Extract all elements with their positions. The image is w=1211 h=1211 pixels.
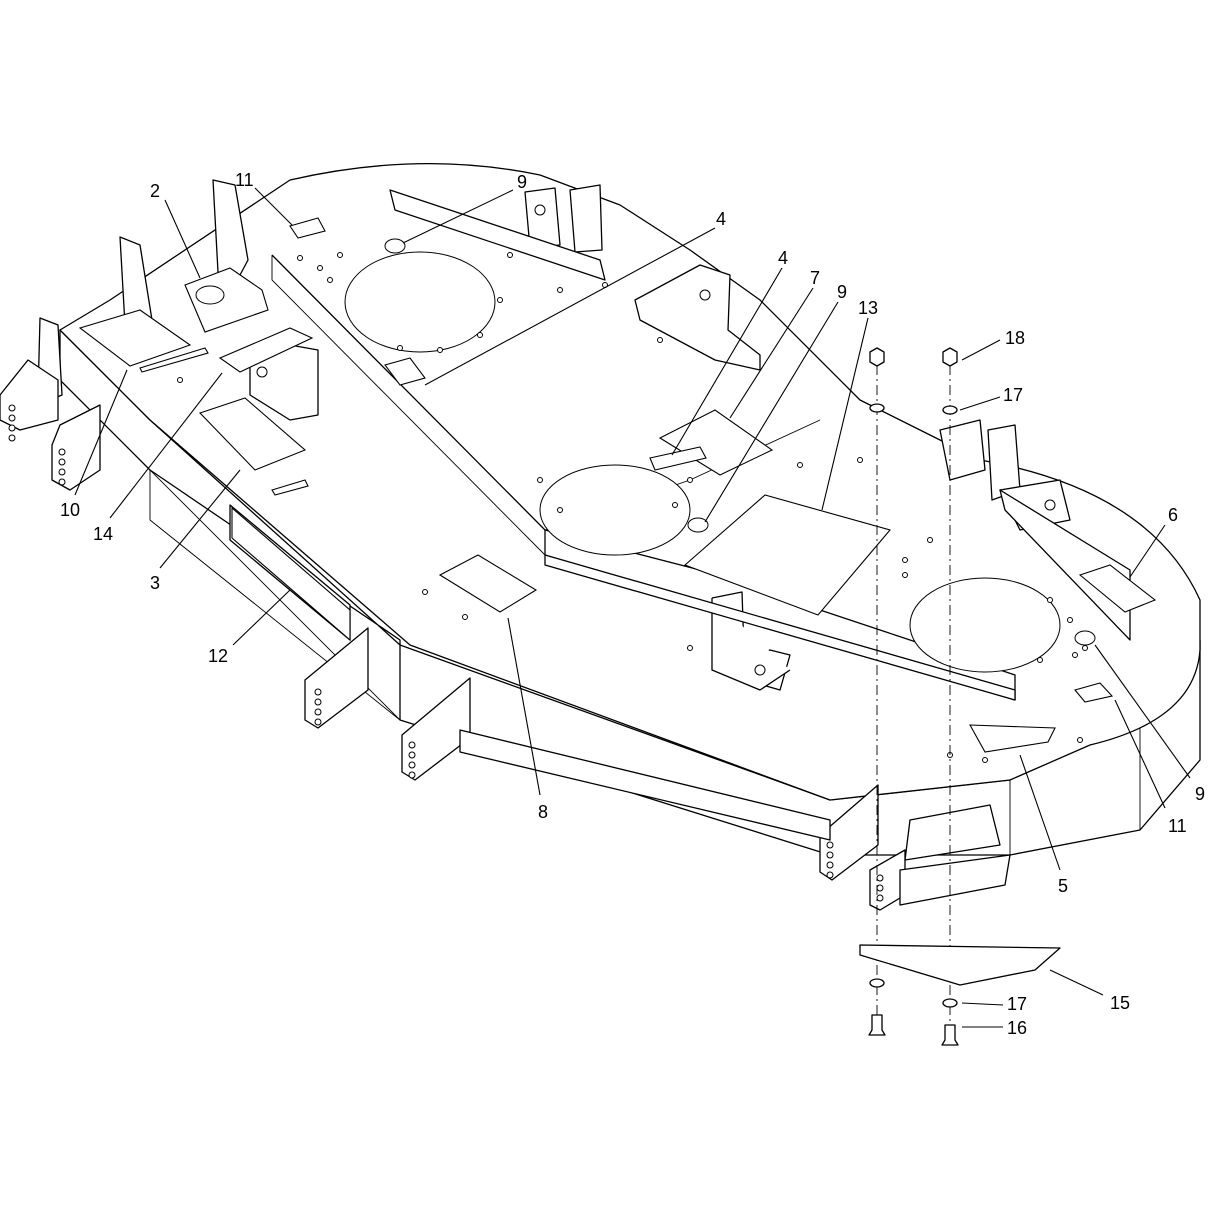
deck-holes — [177, 252, 1088, 763]
washer-left-bottom — [869, 978, 885, 988]
decal-slot-2 — [271, 479, 309, 496]
decal-5 — [969, 724, 1056, 753]
decal-4-center — [649, 446, 707, 471]
callout-4-center: 4 — [778, 248, 788, 268]
decal-12 — [231, 506, 351, 642]
callout-8: 8 — [538, 802, 548, 822]
decal-11-rear — [289, 217, 326, 239]
callout-14: 14 — [93, 524, 113, 544]
callout-3: 3 — [150, 573, 160, 593]
washer-right-bottom — [942, 998, 958, 1008]
leader-lines — [74, 187, 1191, 1028]
bolt-left — [868, 1014, 886, 1036]
decal-10 — [78, 309, 192, 367]
decal-6 — [1078, 564, 1157, 613]
decal-3 — [198, 397, 307, 471]
callout-10: 10 — [60, 500, 80, 520]
decal-13 — [683, 494, 891, 616]
nut-left — [869, 347, 885, 367]
baffle-strips — [229, 189, 1131, 701]
callout-13: 13 — [858, 298, 878, 318]
decal-11-right — [1074, 682, 1114, 703]
callout-11-rear: 11 — [235, 170, 254, 190]
callout-4-ridge: 4 — [716, 209, 726, 229]
rear-mount-brackets — [0, 179, 249, 491]
bolt-right — [941, 1024, 959, 1046]
callout-17-top: 17 — [1003, 385, 1023, 405]
callout-2: 2 — [150, 181, 160, 201]
plugs — [384, 238, 1096, 646]
callout-labels: 2 11 9 4 4 7 9 13 18 17 6 10 14 3 12 8 9… — [60, 170, 1205, 1038]
callout-9-right: 9 — [1195, 784, 1205, 804]
callout-9-rear: 9 — [517, 172, 527, 192]
decal-4-ridge — [384, 357, 426, 386]
callout-11-right: 11 — [1168, 816, 1187, 836]
decal-7 — [658, 409, 774, 476]
decal-slot — [139, 347, 209, 373]
callout-12: 12 — [208, 646, 228, 666]
front-lift-brackets — [304, 627, 1011, 911]
plug-center — [687, 517, 709, 533]
callout-7: 7 — [810, 268, 820, 288]
decal-8 — [438, 554, 538, 613]
blade-openings — [344, 251, 1061, 673]
skid-plate — [859, 944, 1061, 986]
decal-2 — [184, 267, 269, 333]
callout-15: 15 — [1110, 993, 1130, 1013]
decals — [78, 217, 1157, 753]
callout-18: 18 — [1005, 328, 1025, 348]
nut-right — [942, 347, 958, 367]
callout-9-center: 9 — [837, 282, 847, 302]
plug-rear — [384, 238, 406, 254]
washer-right-top — [942, 405, 958, 415]
plug-right — [1074, 630, 1096, 646]
callout-6: 6 — [1168, 505, 1178, 525]
callout-17-bottom: 17 — [1007, 994, 1027, 1014]
blade-opening-right — [909, 577, 1061, 673]
exploded-hardware — [859, 347, 1061, 1046]
blade-opening-left — [344, 251, 496, 353]
callout-16: 16 — [1007, 1018, 1027, 1038]
blade-opening-center — [539, 464, 691, 556]
callout-5: 5 — [1058, 876, 1068, 896]
decal-14 — [218, 327, 314, 373]
washer-left-top — [869, 403, 885, 413]
